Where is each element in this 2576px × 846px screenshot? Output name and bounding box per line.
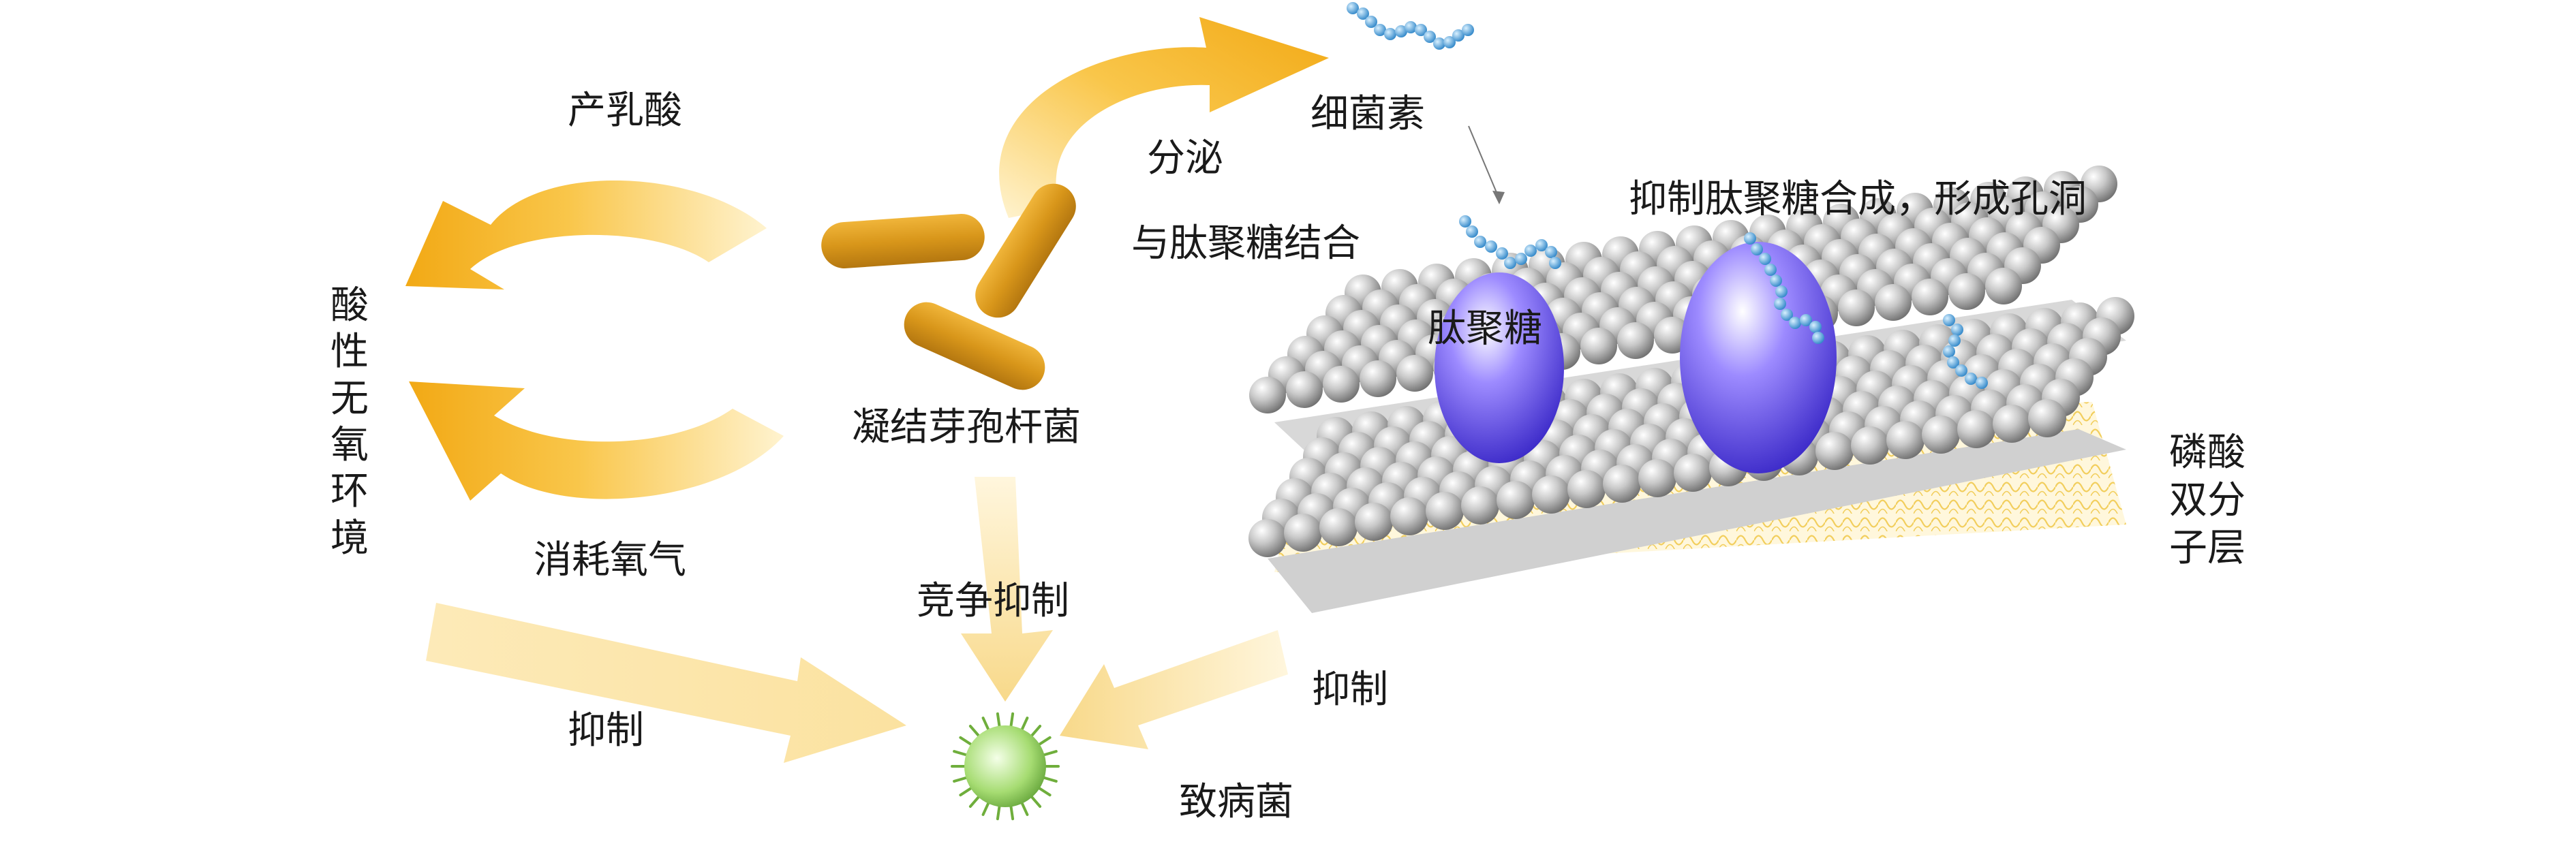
label-phospholipid-bilayer: 磷酸双分子层 [2169,430,2245,570]
lipid-head-sphere [1993,405,2031,443]
lipid-head-sphere [1497,481,1535,519]
lipid-head-sphere [1957,410,1995,448]
lipid-head-sphere [1355,503,1393,541]
rod-bacterium [975,183,1076,318]
label-inhibit-right: 抑制 [1312,668,1388,712]
lipid-head-sphere [1815,432,1854,470]
membrane-protein [1435,272,1564,463]
label-bacillus-coagulans: 凝结芽孢杆菌 [852,405,1081,450]
lipid-head-sphere [1580,328,1617,364]
label-pathogen: 致病菌 [1179,780,1293,824]
label-peptidoglycan: 肽聚糖 [1428,307,1542,351]
lipid-head-sphere [1674,454,1712,492]
lipid-head-sphere [1248,519,1287,557]
label-secrete: 分泌 [1147,136,1223,181]
inhibit-arrow-right [1060,630,1288,749]
lipid-head-sphere [1838,289,1875,326]
peptide-chain-top [1347,2,1474,50]
label-inhibit-left: 抑制 [568,708,644,753]
peptide-chain-bound [1459,215,1561,269]
rod-bacteria-group [821,183,1076,390]
curved-arrow-consume-oxygen [409,381,784,501]
lipid-head-sphere [1284,514,1322,552]
lipid-head-sphere [1567,470,1606,508]
label-consume-oxygen: 消耗氧气 [534,538,686,582]
rod-bacterium [821,214,985,268]
lipid-head-sphere [1886,421,1925,459]
lipid-head-sphere [1603,465,1641,503]
lipid-head-sphere [1286,371,1323,408]
curved-arrow-secrete [999,17,1329,218]
label-lactic-acid: 产乳酸 [568,89,682,133]
lipid-head-sphere [1390,497,1428,535]
lipid-head-sphere [1875,284,1912,321]
pathogen-cell [951,712,1060,821]
label-inhibit-synthesis: 抑制肽聚糖合成，形成孔洞 [1629,177,2087,221]
lipid-head-sphere [1638,459,1676,497]
peptide-chain-bound [1744,232,1824,344]
lipid-head-sphere [1319,508,1358,546]
lipid-head-sphere [1851,426,1889,465]
lipid-head-sphere [1912,279,1948,315]
lipid-head-sphere [1532,475,1570,514]
lipid-head-sphere [1396,355,1433,392]
pointer-arrowhead [1492,191,1505,204]
inhibit-arrow-down [961,477,1053,702]
lipid-head-sphere [2028,399,2066,437]
membrane-protein [1680,242,1837,473]
pointer-line [1468,125,1500,200]
label-bacteriocin: 细菌素 [1310,92,1425,136]
lipid-head-sphere [1360,360,1396,397]
lipid-head-sphere [1922,416,1960,454]
label-competitive-inhibition: 竞争抑制 [917,579,1069,623]
lipid-head-sphere [1948,273,1985,310]
lipid-head-sphere [1617,322,1654,359]
label-bind-peptidoglycan: 与肽聚糖结合 [1131,221,1360,266]
inhibit-arrow-left [426,603,906,763]
lipid-head-sphere [1249,377,1286,413]
label-acidic-anaerobic-env: 酸性无氧环境 [331,283,369,561]
rod-bacterium [904,302,1045,390]
peptide-chain-pore [1943,314,1988,389]
lipid-head-sphere [1323,366,1360,403]
curved-arrow-lactic-acid [405,180,767,289]
lipid-head-sphere [1461,486,1499,524]
lipid-head-sphere [1426,492,1464,530]
lipid-head-sphere [1985,268,2022,304]
